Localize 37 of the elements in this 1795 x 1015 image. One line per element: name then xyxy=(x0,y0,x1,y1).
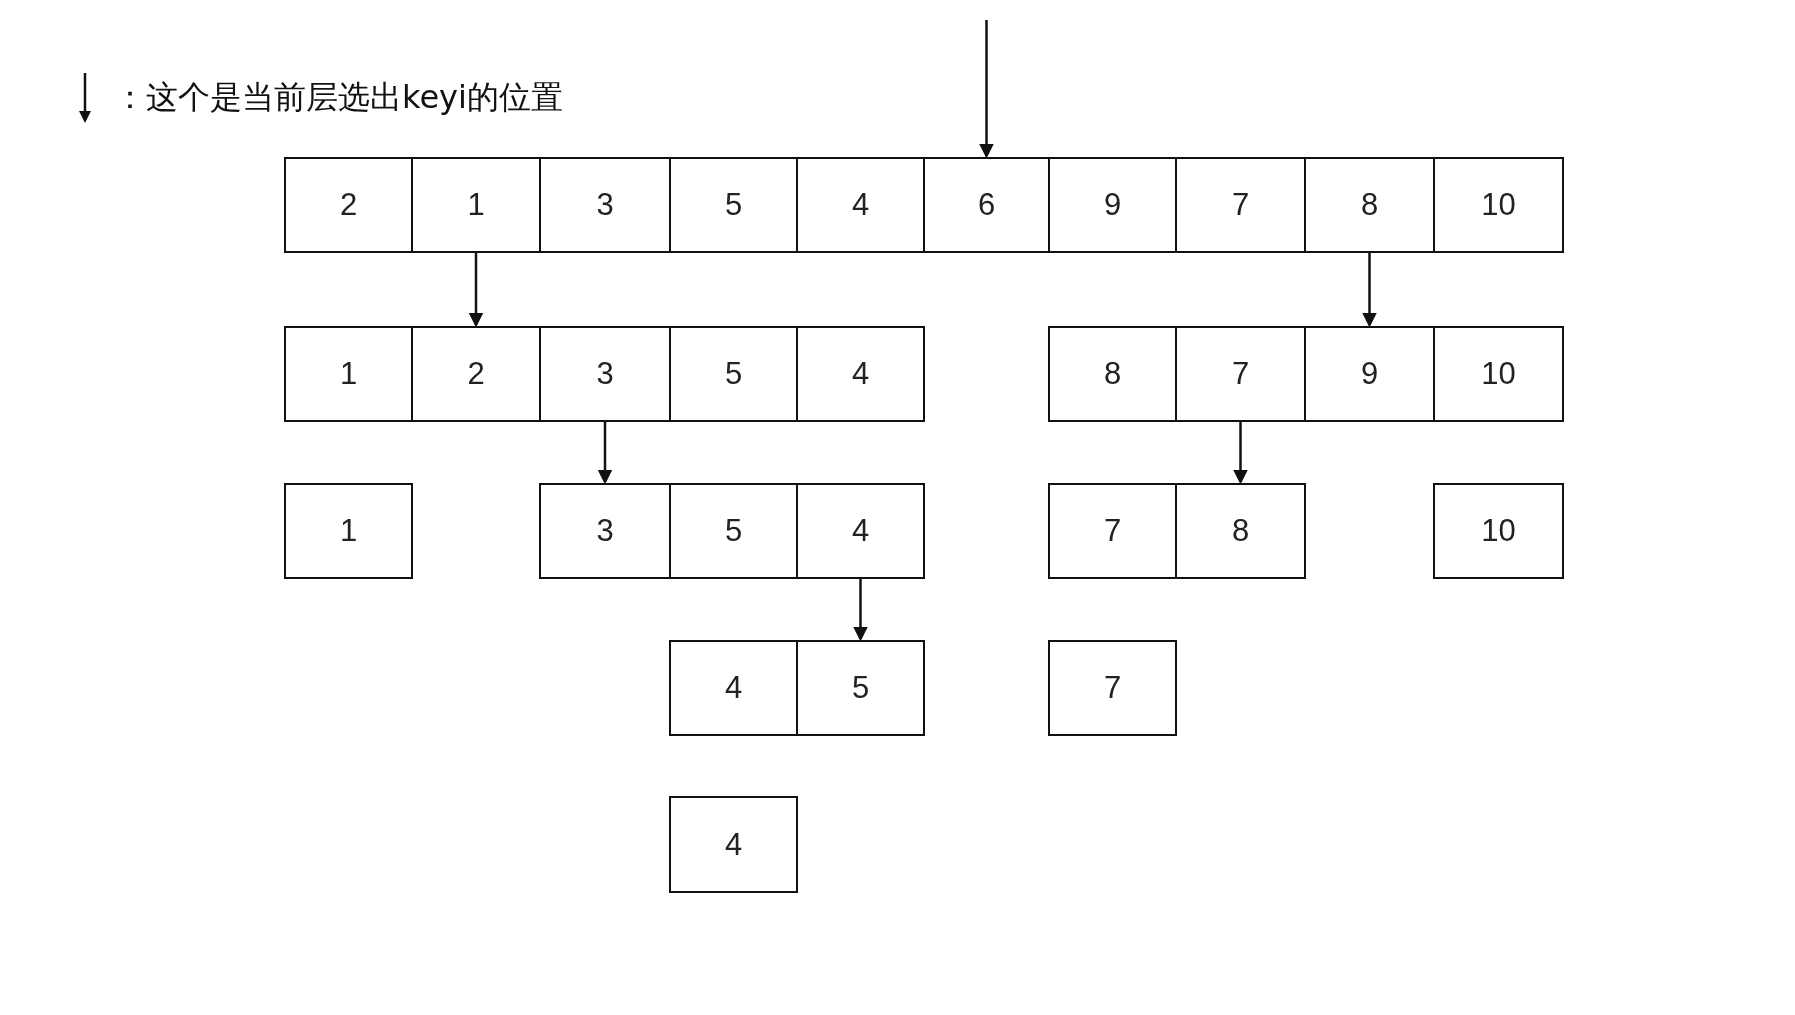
array-cell: 8 xyxy=(1048,326,1177,422)
arrow xyxy=(853,579,868,642)
array-cell: 3 xyxy=(539,157,671,253)
array-cell: 4 xyxy=(669,796,798,893)
array-cell: 1 xyxy=(284,326,413,422)
array-cell: 3 xyxy=(539,483,671,579)
array-cell: 4 xyxy=(796,326,925,422)
arrow xyxy=(979,20,994,159)
array-cell: 7 xyxy=(1175,326,1306,422)
array-cell: 4 xyxy=(796,157,925,253)
legend-text: ：这个是当前层选出keyi的位置 xyxy=(114,77,563,118)
array-cell: 7 xyxy=(1048,483,1177,579)
array-cell: 2 xyxy=(284,157,413,253)
array-cell: 9 xyxy=(1304,326,1435,422)
array-cell: 7 xyxy=(1175,157,1306,253)
array-cell: 4 xyxy=(796,483,925,579)
arrow xyxy=(1233,422,1248,485)
array-cell: 5 xyxy=(669,483,798,579)
array-cell: 5 xyxy=(796,640,925,736)
arrow xyxy=(1362,253,1377,328)
array-cell: 9 xyxy=(1048,157,1177,253)
array-cell: 8 xyxy=(1175,483,1306,579)
arrow xyxy=(468,253,484,328)
array-cell: 10 xyxy=(1433,326,1564,422)
array-cell: 4 xyxy=(669,640,798,736)
array-cell: 1 xyxy=(284,483,413,579)
arrow xyxy=(597,422,613,485)
array-cell: 10 xyxy=(1433,483,1564,579)
array-cell: 6 xyxy=(923,157,1050,253)
array-cell: 8 xyxy=(1304,157,1435,253)
array-cell: 5 xyxy=(669,157,798,253)
array-cell: 3 xyxy=(539,326,671,422)
array-cell: 10 xyxy=(1433,157,1564,253)
array-cell: 2 xyxy=(411,326,541,422)
array-cell: 7 xyxy=(1048,640,1177,736)
array-cell: 1 xyxy=(411,157,541,253)
array-cell: 5 xyxy=(669,326,798,422)
